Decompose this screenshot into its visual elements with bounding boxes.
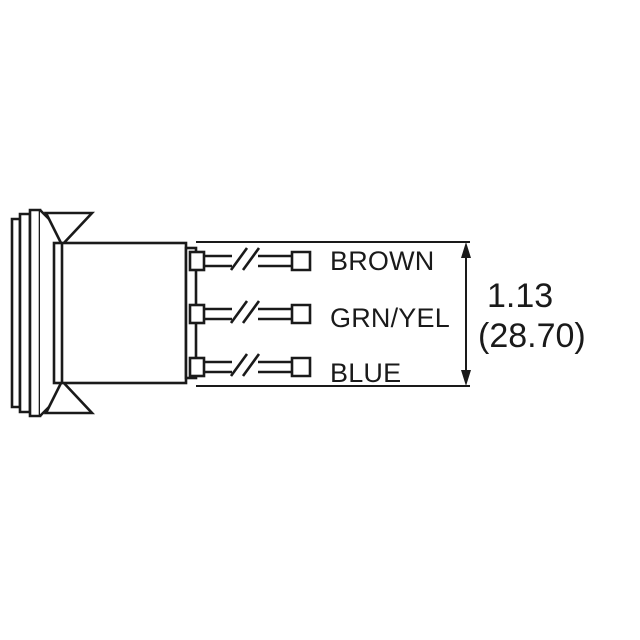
wire-label-blue: BLUE [330, 358, 402, 388]
body-housing [52, 241, 198, 385]
wire-brown [204, 247, 312, 272]
wire-blue [204, 353, 312, 378]
wire-label-grnyel: GRN/YEL [330, 303, 450, 333]
wire-label-brown: BROWN [330, 246, 435, 276]
wire-grnyel [204, 300, 312, 325]
mounting-bevels [43, 211, 96, 415]
wire-grommets [188, 250, 206, 378]
dimension-extension-lines [196, 241, 470, 387]
dimension-metric-value: (28.70) [478, 317, 586, 355]
dimension-arrowheads [461, 242, 471, 386]
dimension-primary-value: 1.13 [487, 277, 554, 315]
bezel-flange-group [10, 208, 42, 418]
